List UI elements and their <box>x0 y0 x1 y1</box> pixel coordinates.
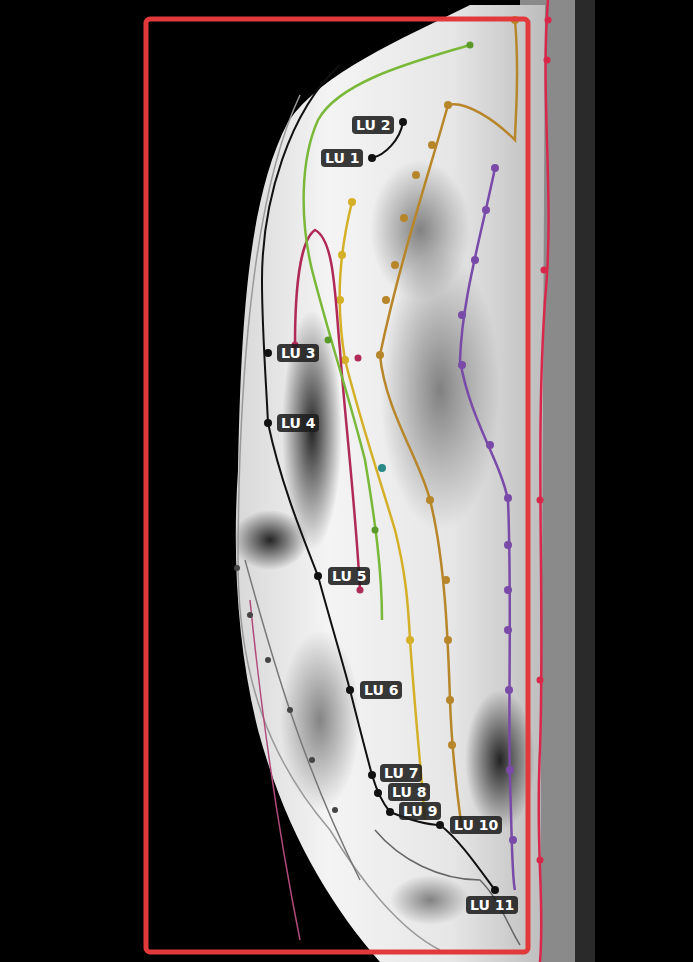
point-label: LU 1 <box>321 149 363 167</box>
point-label: LU 4 <box>277 414 319 432</box>
point-label: LU 11 <box>466 896 518 914</box>
point-label: LU 8 <box>388 783 430 801</box>
point-label: LU 10 <box>450 816 502 834</box>
point-label: LU 3 <box>277 344 319 362</box>
point-label: LU 7 <box>380 764 422 782</box>
point-label: LU 9 <box>399 802 441 820</box>
point-label: LU 6 <box>360 681 402 699</box>
point-label: LU 2 <box>352 116 394 134</box>
point-label: LU 5 <box>328 567 370 585</box>
